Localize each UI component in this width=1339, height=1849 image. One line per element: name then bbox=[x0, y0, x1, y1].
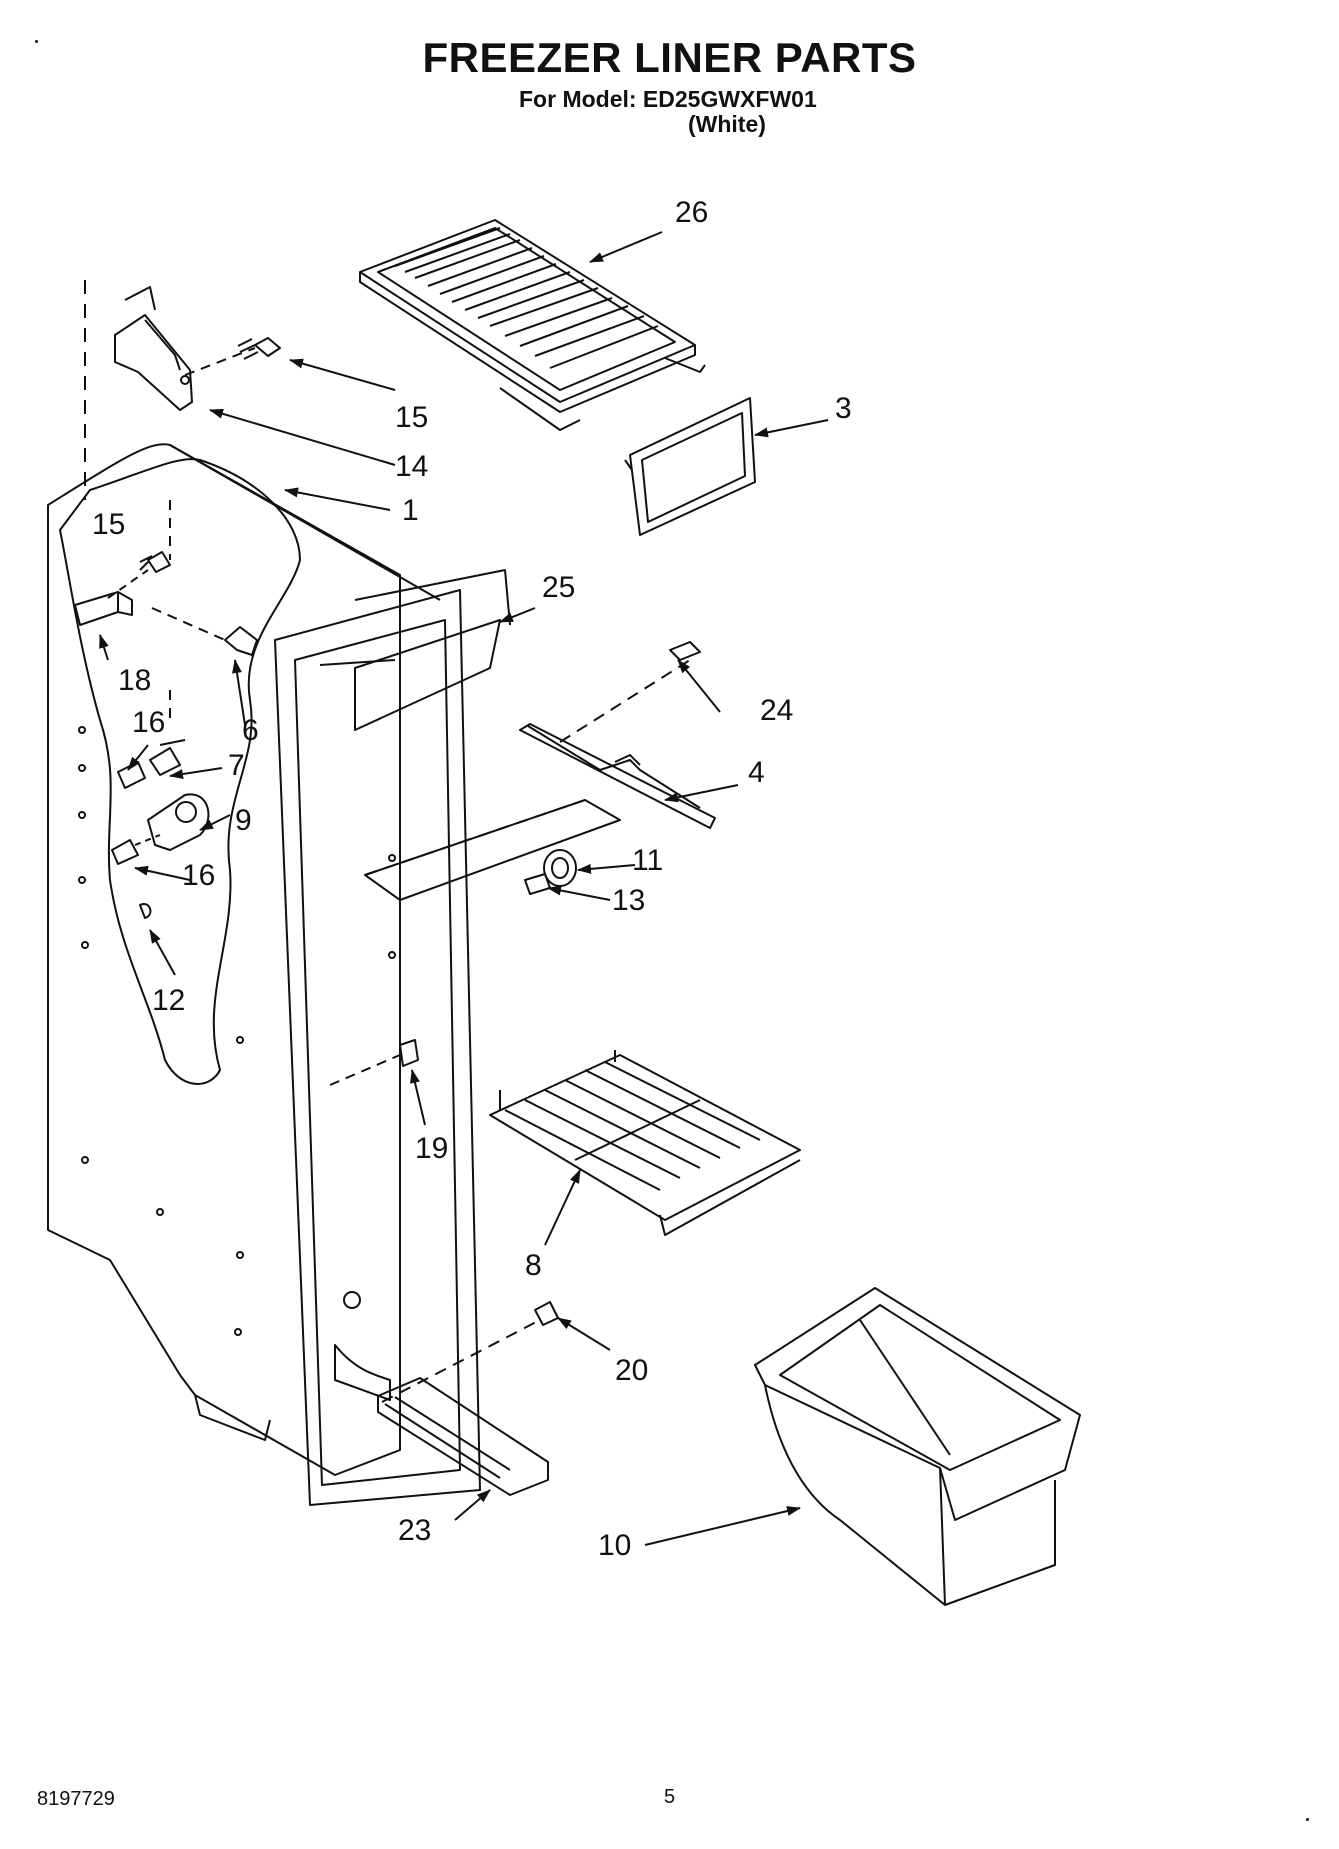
part-3-trim bbox=[624, 397, 756, 536]
part-15-screws bbox=[139, 337, 281, 573]
liner-cabinet bbox=[47, 280, 511, 1506]
callout-11: 11 bbox=[632, 844, 663, 877]
callout-7: 7 bbox=[228, 749, 245, 782]
callout-26: 26 bbox=[675, 196, 708, 229]
callout-20: 20 bbox=[615, 1354, 648, 1387]
callout-18: 18 bbox=[118, 664, 151, 697]
callout-24: 24 bbox=[760, 694, 793, 727]
part-14-bracket bbox=[114, 286, 193, 411]
part-6-clip bbox=[151, 607, 258, 656]
callout-16-top: 16 bbox=[132, 706, 165, 739]
callout-14: 14 bbox=[395, 450, 428, 483]
part-20-screw bbox=[381, 1301, 559, 1403]
callout-15-top: 15 bbox=[395, 401, 428, 434]
part-26-shelf bbox=[359, 219, 706, 431]
model-variant: (White) bbox=[688, 111, 766, 137]
callout-15-left: 15 bbox=[92, 508, 125, 541]
document-number: 8197729 bbox=[37, 1788, 115, 1810]
part-23-trim bbox=[377, 1377, 549, 1496]
leader-arrows bbox=[99, 231, 829, 1546]
callout-16-bottom: 16 bbox=[182, 859, 215, 892]
part-10-bin bbox=[754, 1287, 1081, 1606]
callout-25: 25 bbox=[542, 571, 575, 604]
callout-1: 1 bbox=[402, 494, 419, 527]
callout-9: 9 bbox=[235, 804, 252, 837]
scan-mark-top bbox=[35, 40, 38, 43]
callout-13: 13 bbox=[612, 884, 645, 917]
part-25-duct bbox=[354, 619, 501, 731]
callout-8: 8 bbox=[525, 1249, 542, 1282]
callout-numbers: 26 15 14 1 3 25 15 18 6 16 7 9 16 12 24 … bbox=[92, 196, 852, 1562]
callout-10: 10 bbox=[598, 1529, 631, 1562]
scan-mark-bottom bbox=[1306, 1818, 1309, 1821]
callout-4: 4 bbox=[748, 756, 765, 789]
part-8-wire-shelf bbox=[489, 1050, 801, 1236]
model-subtitle: For Model: ED25GWXFW01 bbox=[519, 86, 817, 112]
page-number: 5 bbox=[664, 1786, 676, 1808]
callout-19: 19 bbox=[415, 1132, 448, 1165]
part-4-rail bbox=[519, 641, 716, 829]
parts-7-9-16 bbox=[111, 739, 210, 919]
callout-6: 6 bbox=[242, 714, 259, 747]
part-19-block bbox=[329, 1039, 419, 1086]
page-title: FREEZER LINER PARTS bbox=[422, 34, 917, 81]
callout-23: 23 bbox=[398, 1514, 431, 1547]
parts-11-13 bbox=[364, 799, 621, 901]
callout-3: 3 bbox=[835, 392, 852, 425]
part-18-clip bbox=[74, 569, 149, 626]
callout-12: 12 bbox=[152, 984, 185, 1017]
